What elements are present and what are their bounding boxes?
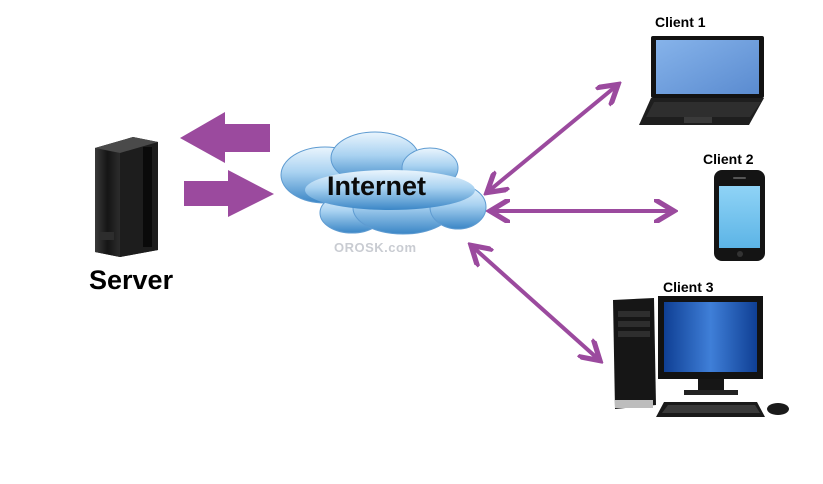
server-send-arrow xyxy=(180,112,270,163)
arrow-client1 xyxy=(490,87,615,190)
internet-cloud-icon xyxy=(280,131,487,235)
client3-label: Client 3 xyxy=(663,279,714,295)
laptop-icon xyxy=(639,36,764,125)
server-label: Server xyxy=(89,265,174,295)
client1-label: Client 1 xyxy=(655,14,706,30)
desktop-computer-icon xyxy=(613,296,789,417)
smartphone-icon xyxy=(714,170,765,261)
internet-label: Internet xyxy=(327,171,427,201)
client2-label: Client 2 xyxy=(703,151,754,167)
server-receive-arrow xyxy=(184,170,274,217)
arrow-client3 xyxy=(474,248,597,358)
server-tower-icon xyxy=(95,137,158,257)
watermark-text: OROSK.com xyxy=(334,240,417,255)
